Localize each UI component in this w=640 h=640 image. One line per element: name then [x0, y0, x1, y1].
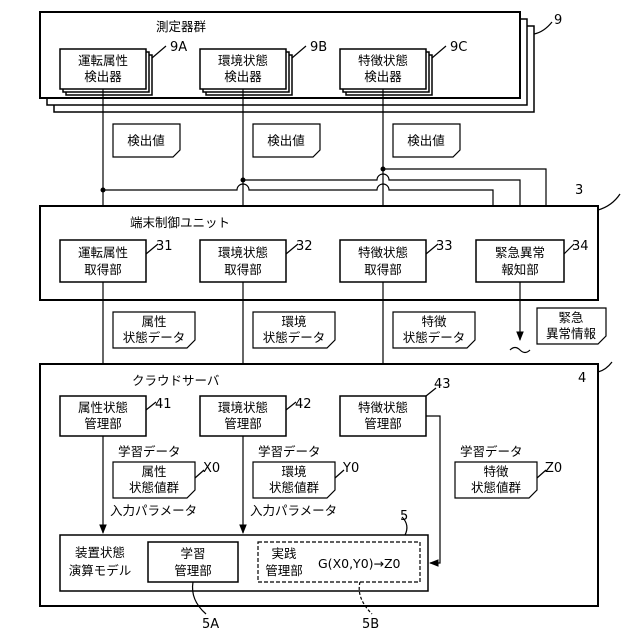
learning-manager-label-2: 管理部	[174, 563, 212, 578]
emergency-info-note: 緊急 異常情報	[537, 308, 606, 344]
detection-value-note-2: 検出値	[253, 124, 320, 157]
device-state-model-ref: 5	[400, 509, 408, 524]
acquisition-unit-32-ref: 32	[296, 239, 313, 254]
detection-value-note-1-text: 検出値	[127, 133, 165, 148]
cloud-server-title: クラウドサーバ	[132, 373, 219, 388]
detector-9a-label-2: 検出器	[84, 69, 122, 84]
environment-value-group-ref: Y0	[342, 461, 359, 476]
acquisition-unit-31-ref: 31	[156, 239, 173, 254]
learning-data-label-2: 学習データ	[258, 444, 321, 459]
detector-9b-ref: 9B	[310, 40, 327, 55]
manager-41-label-1: 属性状態	[78, 400, 128, 415]
detection-value-note-3: 検出値	[393, 124, 460, 157]
environment-state-data-note-1: 環境	[281, 314, 306, 329]
measurement-group-ref: 9	[554, 13, 562, 28]
emergency-info-note-1: 緊急	[558, 310, 583, 325]
acquisition-unit-31-label-1: 運転属性	[78, 245, 128, 260]
practice-manager-ref: 5B	[362, 617, 379, 632]
detection-value-note-3-text: 検出値	[407, 133, 445, 148]
attribute-value-group-ref: X0	[203, 461, 220, 476]
manager-41-ref: 41	[155, 397, 172, 412]
manager-43-label-2: 管理部	[364, 416, 402, 431]
practice-manager-label-1: 実践	[271, 546, 297, 561]
environment-state-data-note-2: 状態データ	[263, 330, 326, 345]
learning-data-label-1: 学習データ	[118, 444, 181, 459]
learning-data-label-3: 学習データ	[460, 444, 523, 459]
cloud-server-ref: 4	[578, 371, 586, 386]
attribute-value-group-1: 属性	[141, 464, 166, 479]
feature-state-data-note-1: 特徴	[421, 314, 447, 329]
manager-43-label-1: 特徴状態	[358, 400, 408, 415]
practice-formula: G(X0,Y0)→Z0	[318, 556, 401, 571]
input-parameter-label-2: 入力パラメータ	[250, 503, 337, 518]
emergency-info-note-2: 異常情報	[546, 326, 597, 341]
emergency-notify-unit-34-label-2: 報知部	[501, 262, 539, 277]
detector-9a-ref: 9A	[170, 40, 187, 55]
detector-9c-label-1: 特徴状態	[358, 53, 408, 68]
detection-value-note-2-text: 検出値	[267, 133, 305, 148]
input-parameter-label-1: 入力パラメータ	[110, 503, 197, 518]
feature-value-group-1: 特徴	[483, 464, 509, 479]
acquisition-unit-33-label-1: 特徴状態	[358, 245, 408, 260]
attribute-state-data-note: 属性 状態データ	[113, 312, 195, 348]
device-state-model-label-1: 装置状態	[75, 545, 125, 560]
detector-9b-label-2: 検出器	[224, 69, 262, 84]
acquisition-unit-31-label-2: 取得部	[84, 262, 122, 277]
attribute-value-group-2: 状態値群	[129, 480, 180, 495]
acquisition-unit-32-label-1: 環境状態	[218, 245, 268, 260]
feature-value-group-ref: Z0	[545, 461, 562, 476]
measurement-group-title: 測定器群	[156, 19, 207, 34]
environment-state-data-note: 環境 状態データ	[253, 312, 335, 348]
detector-9a-label-1: 運転属性	[78, 53, 128, 68]
terminal-control-unit-ref: 3	[575, 183, 583, 198]
detector-9c-label-2: 検出器	[364, 69, 402, 84]
environment-value-group-1: 環境	[281, 464, 306, 479]
learning-manager-ref: 5A	[202, 617, 219, 632]
terminal-control-unit-title: 端末制御ユニット	[130, 215, 230, 230]
learning-manager-label-1: 学習	[180, 546, 205, 561]
attribute-state-data-note-1: 属性	[141, 314, 166, 329]
manager-42-label-1: 環境状態	[218, 400, 268, 415]
emergency-notify-unit-34-ref: 34	[572, 239, 589, 254]
acquisition-unit-32-label-2: 取得部	[224, 262, 262, 277]
detection-value-note-1: 検出値	[113, 124, 180, 157]
manager-42-label-2: 管理部	[224, 416, 262, 431]
manager-42-ref: 42	[295, 397, 312, 412]
manager-41-label-2: 管理部	[84, 416, 122, 431]
attribute-state-data-note-2: 状態データ	[123, 330, 186, 345]
emergency-notify-unit-34-label-1: 緊急異常	[495, 245, 545, 260]
detector-9b-label-1: 環境状態	[218, 53, 268, 68]
detector-9c-ref: 9C	[450, 40, 467, 55]
device-state-model-label-2: 演算モデル	[69, 563, 132, 578]
feature-state-data-note: 特徴 状態データ	[393, 312, 475, 348]
environment-value-group-2: 状態値群	[269, 480, 320, 495]
manager-43-ref: 43	[434, 377, 451, 392]
acquisition-unit-33-ref: 33	[436, 239, 453, 254]
feature-value-group-2: 状態値群	[471, 480, 522, 495]
practice-manager-label-2: 管理部	[265, 563, 303, 578]
feature-state-data-note-2: 状態データ	[403, 330, 466, 345]
acquisition-unit-33-label-2: 取得部	[364, 262, 402, 277]
